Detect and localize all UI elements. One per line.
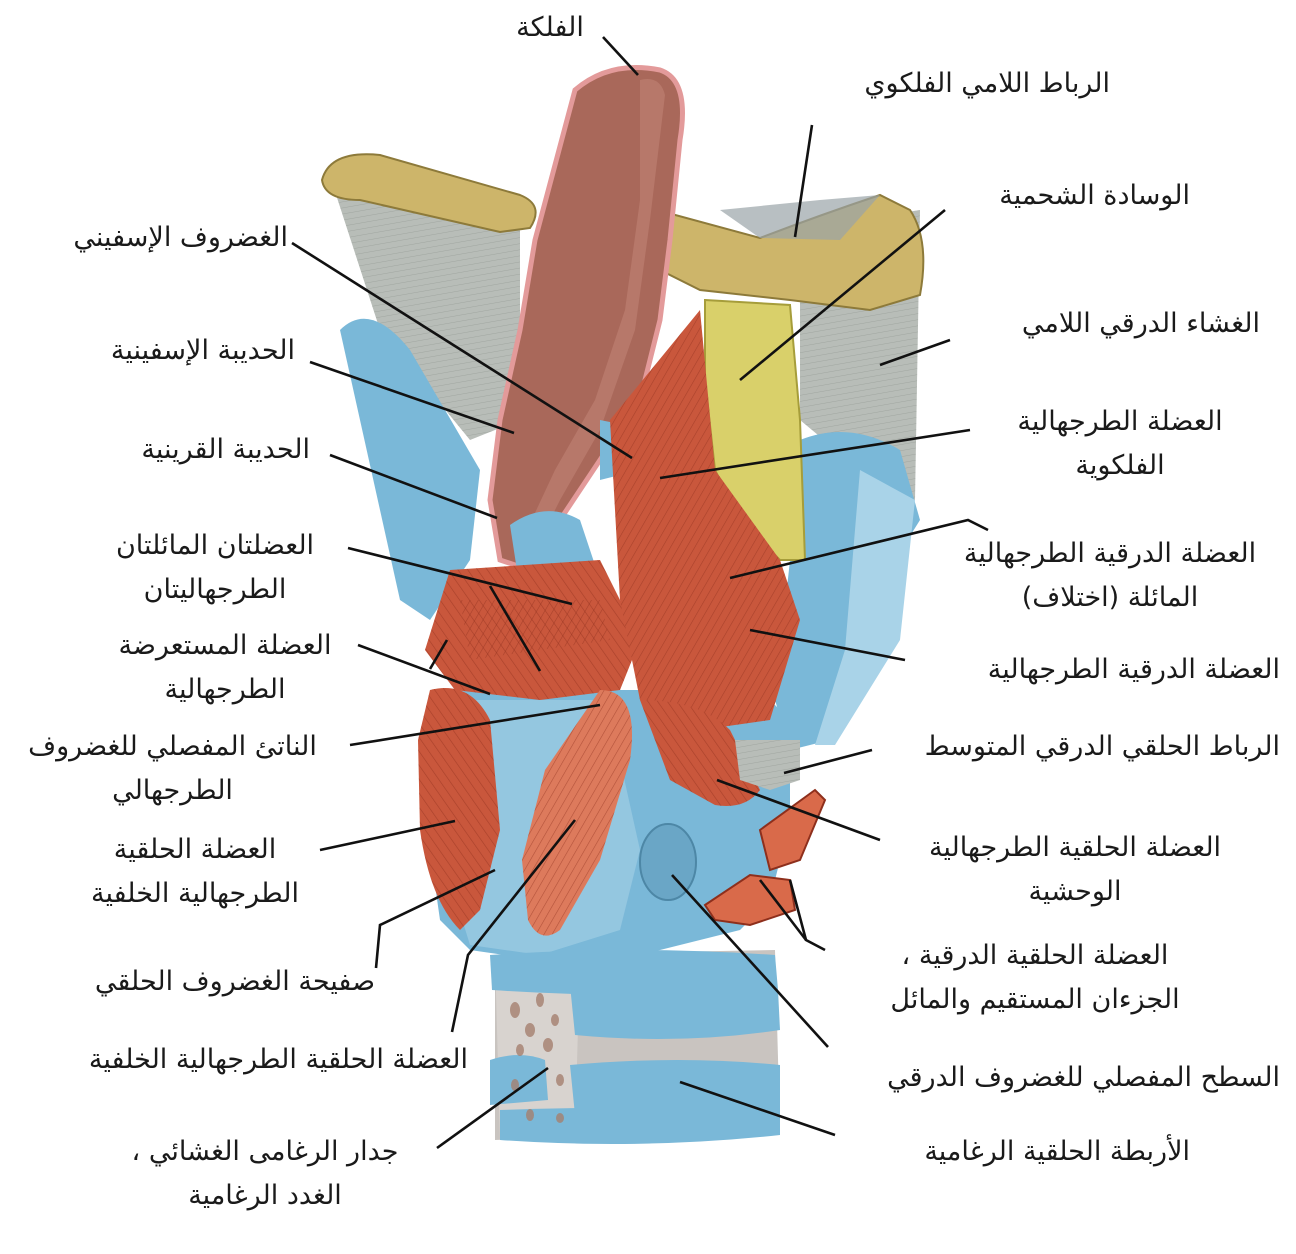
label-cuneiform-cartilage: الغضروف الإسفيني: [73, 222, 288, 253]
tracheal-ring-4: [490, 1055, 548, 1105]
hyoid-bone: [320, 153, 537, 234]
label-thyroarytenoid-muscle: العضلة الدرقية الطرجهالية: [987, 654, 1280, 685]
leader-lines: [291, 36, 989, 1150]
label-cuneiform-tubercle: الحديبة الإسفينية: [110, 335, 295, 366]
label-epiglottis: الفلكة: [516, 12, 584, 43]
label-cricotracheal-ligaments: الأربطة الحلقية الرغامية: [924, 1136, 1190, 1167]
label-tracheal-wall: جدار الرغامى الغشائي ،الغدد الرغامية: [131, 1136, 399, 1211]
articular-surface: [639, 823, 697, 901]
label-hyoepiglottic-ligament: الرباط اللامي الفلكوي: [864, 68, 1110, 99]
label-corniculate-tubercle: الحديبة القرينية: [141, 434, 310, 465]
label-median-cricothyroid-ligament: الرباط الحلقي الدرقي المتوسط: [924, 731, 1280, 762]
label-cricothyroid-muscle: العضلة الحلقية الدرقية ،الجزءان المستقيم…: [890, 940, 1180, 1015]
label-posterior-cricoarytenoid-2: العضلة الحلقية الطرجهالية الخلفية: [88, 1044, 468, 1075]
left-thyroid-lamina: [340, 318, 480, 620]
label-cricoid-lamina: صفيحة الغضروف الحلقي: [94, 966, 375, 997]
tracheal-ring-1: [490, 950, 778, 995]
label-thyrohyoid-membrane: الغشاء الدرقي اللامي: [1021, 308, 1260, 339]
tracheal-ring-2: [570, 983, 780, 1039]
cricothyroid-muscle: [758, 788, 827, 872]
label-articular-surface: السطح المفصلي للغضروف الدرقي: [887, 1062, 1280, 1093]
label-fat-pad: الوسادة الشحمية: [999, 180, 1190, 211]
tracheal-ring-3: [570, 1060, 780, 1119]
